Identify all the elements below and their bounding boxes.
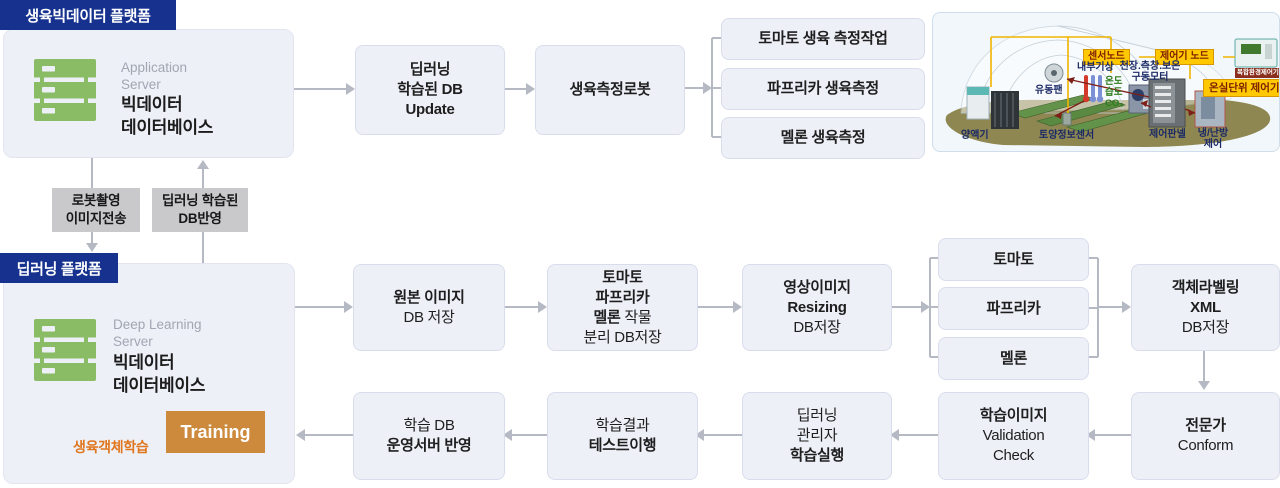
greenhouse-photo: 센서노드 제어기 노드 온실단위 제어기 복합환경제어기 내부기상 천장.측창.… (932, 12, 1280, 152)
inner-weather-label: 내부기상 (1077, 62, 1114, 73)
drive-motor-label: 천장.측창.보온 구동모터 (1119, 61, 1181, 83)
flow-box-growth-robot: 생육측정로봇 (535, 45, 685, 135)
fan-label: 유동팬 (1035, 85, 1063, 96)
server-name-label: 빅데이터 데이터베이스 (121, 95, 214, 137)
nutrient-machine-label: 양액기 (961, 130, 989, 141)
bigdata-platform-box: Application Server 빅데이터 데이터베이스 (3, 29, 294, 158)
control-panel-label: 제어판넬 (1149, 129, 1186, 140)
flow-box-tomato-measure: 토마토 생육 측정작업 (721, 18, 925, 60)
growth-object-learning-label: 생육객체학습 (73, 439, 149, 455)
hvac-label: 냉/난방 제어 (1197, 128, 1229, 150)
server-icon (34, 319, 96, 381)
flow-box-melon-measure: 멜론 생육측정 (721, 117, 925, 159)
greenhouse-illustration (945, 25, 1278, 147)
server-name-label: 빅데이터 데이터베이스 (113, 353, 206, 395)
sensor-node-chip: 센서노드 (1083, 49, 1130, 65)
training-box: Training (166, 411, 265, 453)
co2-label: CO₂ (1105, 98, 1124, 109)
server-type-label: Application Server (121, 60, 188, 92)
controller-node-chip: 제어기 노드 (1155, 49, 1214, 65)
server-icon (34, 59, 96, 121)
server-type-label: Deep Learning Server (113, 317, 202, 349)
unit-controller-chip: 온실단위 제어기 (1203, 79, 1279, 97)
env-controller-tag: 복합환경제어기 (1235, 68, 1279, 78)
flow-box-crop-tomato: 토마토 (938, 238, 1089, 281)
soil-sensor-label: 토양정보센서 (1039, 130, 1095, 141)
badge-bigdata-platform: 생육빅데이터 플랫폼 (0, 0, 176, 30)
flow-box-crop-paprika: 파프리카 (938, 287, 1089, 330)
temp-label: 온도 (1105, 76, 1123, 87)
badge-deeplearning-platform: 딥러닝 플랫폼 (0, 253, 118, 283)
flow-box-paprika-measure: 파프리카 생육측정 (721, 68, 925, 110)
humidity-label: 습도 (1105, 87, 1123, 98)
flow-box-crop-melon: 멜론 (938, 337, 1089, 380)
